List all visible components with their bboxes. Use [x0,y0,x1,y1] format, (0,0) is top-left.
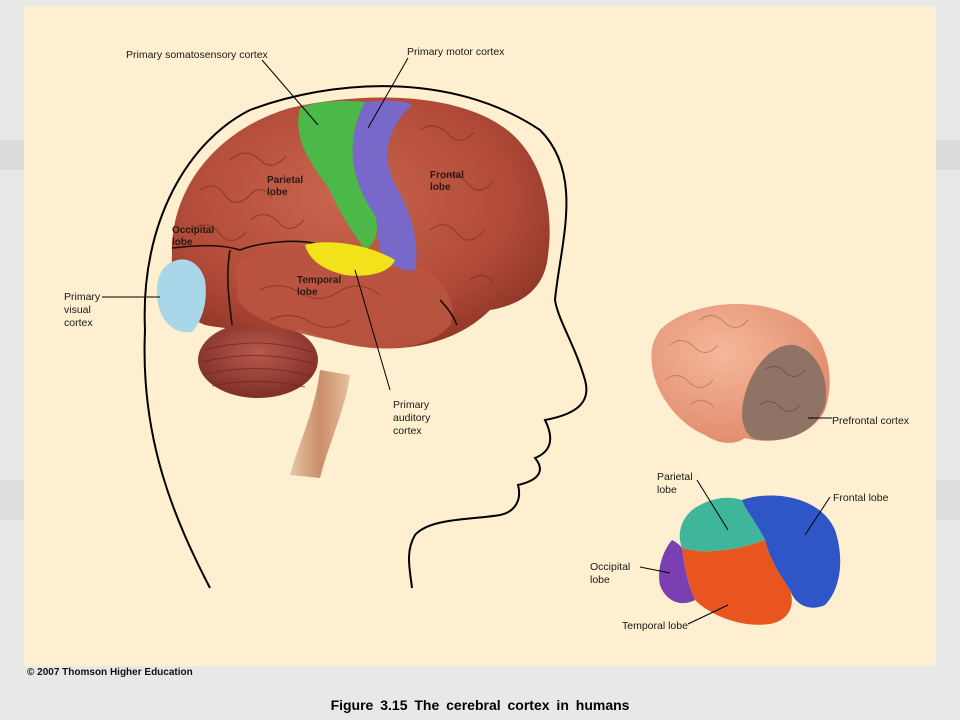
label-small-frontal-lobe: Frontal lobe [833,492,889,504]
primary-visual-cortex-region [156,259,206,333]
small-occipital-lobe [659,540,695,604]
temporal-region [235,245,453,349]
copyright-notice: © 2007 Thomson Higher Education [27,667,193,678]
label-primary-somatosensory-cortex: Primary somatosensory cortex [126,49,269,61]
cerebellum [198,322,318,398]
prefrontal-cortex-region [742,344,826,441]
brain-stem [290,370,350,478]
label-small-temporal-lobe: Temporal lobe [622,620,688,632]
label-primary-motor-cortex: Primary motor cortex [407,46,505,58]
head-outline [143,85,588,589]
small-parietal-lobe [679,497,765,552]
figure-caption: Figure 3.15 The cerebral cortex in human… [330,697,630,713]
small-frontal-lobe [742,495,841,608]
small-temporal-lobe [682,540,792,625]
primary-auditory-cortex-region [305,242,395,276]
primary-motor-cortex-region [352,100,417,271]
primary-somatosensory-cortex-region [298,100,377,250]
label-prefrontal-cortex: Prefrontal cortex [832,415,910,427]
